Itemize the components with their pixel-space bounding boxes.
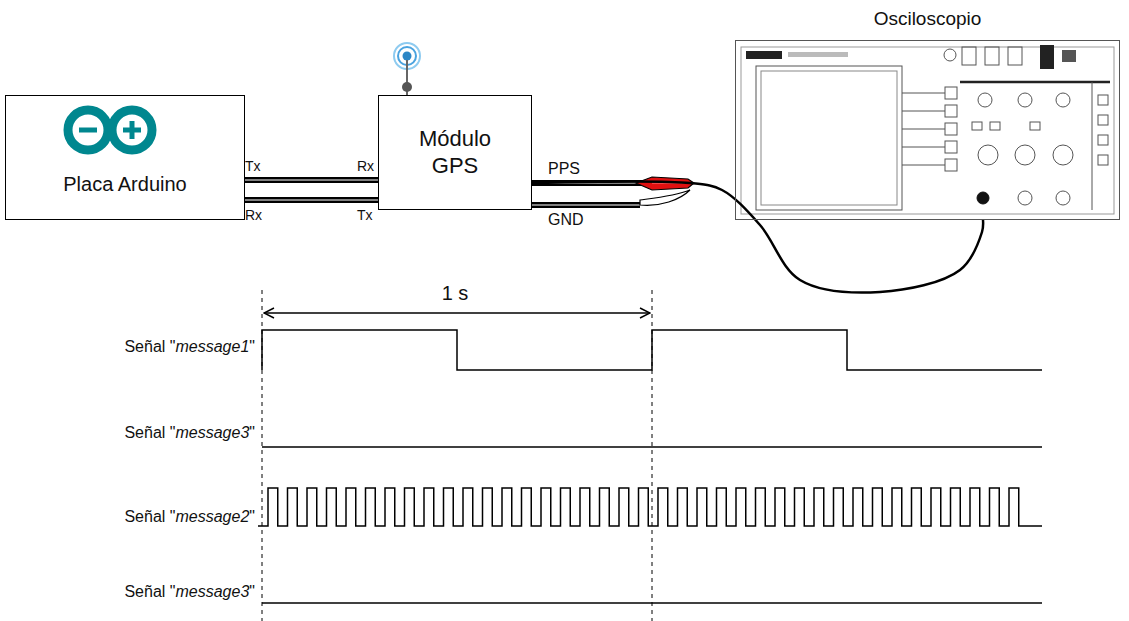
connector-group (245, 200, 378, 201)
drawing-stroke (1056, 191, 1070, 205)
drawing-stroke (902, 129, 945, 130)
signal-name: GND (548, 211, 584, 229)
drawing-stroke (960, 81, 1110, 84)
pin-label: Rx (357, 158, 374, 174)
drawing-stroke (1098, 155, 1108, 165)
drawing-stroke (402, 82, 412, 92)
node-label: Placa Arduino (14, 172, 236, 196)
text-part: " (249, 424, 255, 441)
text-part: " (249, 508, 255, 525)
antenna-icon (394, 43, 420, 95)
arduino-logo (68, 110, 152, 150)
drawing-stroke (1056, 93, 1070, 107)
drawing-stroke (1040, 45, 1054, 69)
text-part: message3 (175, 424, 249, 441)
oscilloscope: Osciloscopio (735, 40, 1120, 220)
pps-waveform (262, 330, 1042, 370)
drawing-stroke (1018, 191, 1032, 205)
drawing-stroke (130, 121, 135, 139)
drawing-stroke (532, 202, 640, 208)
text-part: Señal " (124, 508, 175, 525)
drawing-stroke (79, 128, 97, 133)
drawing-stroke (1098, 95, 1108, 105)
drawing-stroke (945, 123, 957, 135)
drawing-stroke (977, 192, 989, 204)
node-label: Módulo GPS (405, 126, 505, 179)
text-part: Señal " (124, 424, 175, 441)
drawing-stroke (990, 122, 1000, 130)
text-part: message3 (175, 583, 249, 600)
signal-label: Señal "message2" (124, 508, 255, 526)
flat-waveform (262, 446, 1042, 448)
drawing-stroke (978, 93, 992, 107)
flat-waveform (262, 602, 1042, 604)
text-part: message1 (175, 338, 249, 355)
signal-label: Señal "message3" (124, 583, 255, 601)
drawing-stroke (978, 145, 998, 165)
timing-diagram (258, 290, 1042, 621)
drawing-stroke (945, 159, 957, 171)
oscilloscope-panel (741, 45, 1114, 214)
wire-core (245, 200, 378, 201)
serial-wire (245, 197, 378, 203)
wire-core (245, 180, 378, 181)
dimension-label: 1 s (442, 282, 469, 305)
text-part: " (249, 583, 255, 600)
arduino-board: Placa Arduino (5, 95, 245, 220)
text-part: Señal " (124, 583, 175, 600)
dimension-arrow (264, 312, 650, 314)
signal-label: Señal "message3" (124, 424, 255, 442)
drawing-stroke (746, 51, 782, 59)
drawing-stroke (68, 110, 108, 150)
drawing-stroke (532, 205, 640, 206)
drawing-stroke (902, 111, 945, 112)
drawing-stroke (902, 147, 945, 148)
drawing-stroke (945, 141, 957, 153)
drawing-stroke (945, 105, 957, 117)
text-part: " (249, 338, 255, 355)
drawing-stroke (902, 93, 945, 94)
text-part: Señal " (124, 338, 175, 355)
connector-group (245, 180, 378, 181)
signal-name: PPS (548, 160, 580, 178)
square-waveform (258, 488, 1042, 526)
drawing-stroke (761, 71, 897, 205)
drawing-stroke (962, 47, 976, 65)
drawing-stroke (112, 110, 152, 150)
drawing-stroke (1030, 122, 1040, 130)
pin-label: Tx (245, 158, 261, 174)
drawing-stroke (1008, 47, 1022, 65)
pin-label: Rx (245, 207, 262, 223)
drawing-stroke (1018, 93, 1032, 107)
signal-label: Señal "message1" (124, 338, 255, 356)
drawing-stroke (788, 52, 848, 57)
text-part: message2 (175, 508, 249, 525)
pin-label: Tx (357, 207, 373, 223)
drawing-stroke (403, 52, 412, 61)
drawing-stroke (1015, 145, 1035, 165)
drawing-stroke (945, 87, 957, 99)
drawing-stroke (1098, 135, 1108, 145)
drawing-stroke (1092, 82, 1093, 210)
drawing-stroke (1053, 145, 1073, 165)
node-heading: Osciloscopio (874, 8, 982, 31)
drawing-stroke (741, 47, 1114, 214)
drawing-stroke (640, 190, 690, 205)
connector-group (532, 181, 983, 292)
drawing-stroke (972, 122, 982, 130)
serial-wire (245, 177, 378, 183)
drawing-stroke (1098, 115, 1108, 125)
drawing-stroke (944, 49, 956, 61)
gps-module: Módulo GPS (378, 95, 532, 210)
drawing-stroke (902, 165, 945, 166)
probe-cable (532, 181, 983, 292)
drawing-stroke (1062, 50, 1076, 62)
drawing-stroke (756, 66, 902, 210)
drawing-stroke (985, 47, 999, 65)
